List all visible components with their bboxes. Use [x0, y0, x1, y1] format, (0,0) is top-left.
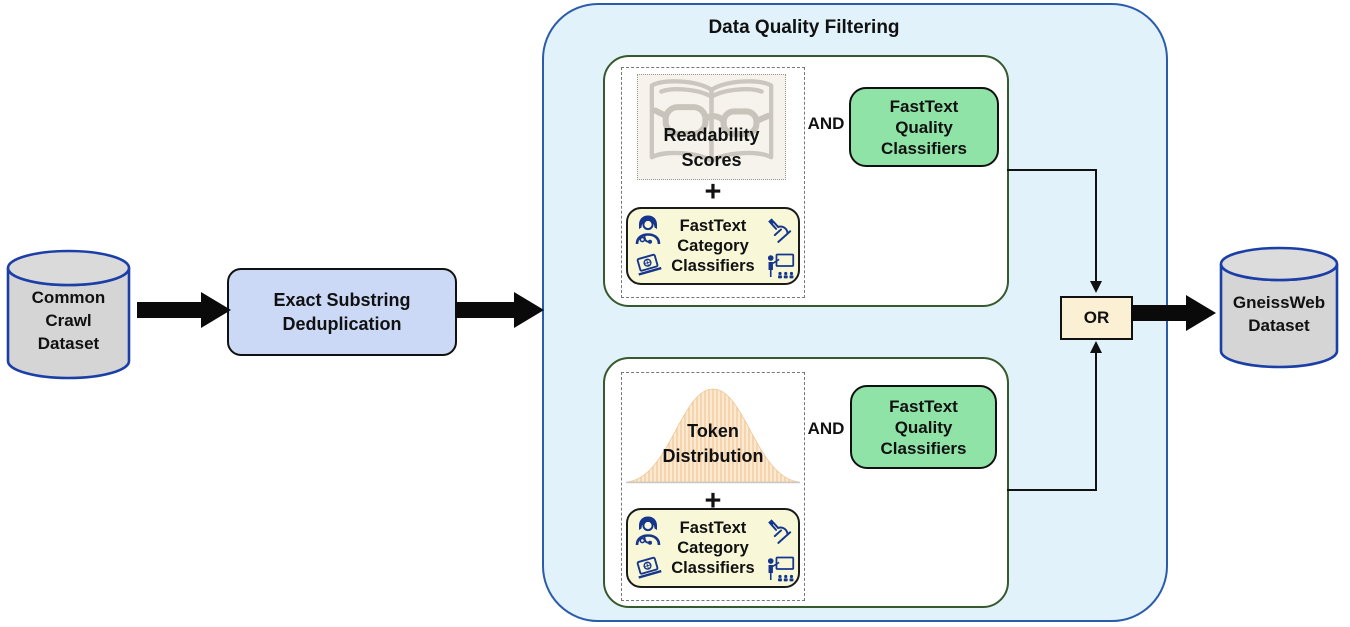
teacher-presentation-icon — [767, 253, 795, 279]
quality-classifiers-node: FastText Quality Classifiers — [849, 87, 999, 167]
quality-line1: FastText — [889, 396, 958, 416]
data-quality-filtering-container: Data Quality Filtering — [542, 3, 1168, 622]
token-distribution-label: Token Distribution — [622, 419, 804, 469]
and-label: AND — [807, 114, 845, 133]
dedup-node: Exact Substring Deduplication — [227, 268, 457, 356]
container-title: Data Quality Filtering — [708, 17, 900, 38]
common-crawl-line1: Common — [31, 288, 106, 307]
or-label: OR — [1083, 308, 1110, 327]
microscope-icon — [768, 519, 792, 544]
readability-line2: Scores — [681, 150, 742, 170]
category-line3: Classifiers — [671, 559, 755, 577]
teacher-presentation-icon — [767, 556, 795, 582]
readability-media-box: Readability Scores — [637, 74, 786, 180]
flow-arrow-source-to-dedup — [137, 292, 231, 328]
common-crawl-line2: Crawl — [45, 311, 92, 330]
category-classifiers-node: FastText Category Classifiers — [626, 207, 800, 285]
readability-signal-group: Readability Scores + — [621, 67, 805, 298]
doctor-icon — [635, 516, 661, 546]
token-line1: Token — [687, 421, 739, 441]
category-line1: FastText — [679, 217, 747, 235]
gneissweb-node: GneissWeb Dataset — [1218, 246, 1340, 370]
gneissweb-line2: Dataset — [1248, 316, 1310, 335]
token-distribution-curve-icon — [624, 377, 802, 487]
branch-token-distribution: Token Distribution + — [603, 357, 1009, 608]
laptop-money-icon — [636, 556, 662, 579]
category-classifiers-node: FastText Category Classifiers — [626, 508, 800, 588]
database-cylinder-icon — [6, 249, 131, 380]
category-classifiers-label: FastText Category Classifiers — [628, 216, 798, 276]
category-line3: Classifiers — [671, 257, 755, 275]
branch-readability: Readability Scores + — [603, 55, 1009, 307]
quality-line3: Classifiers — [881, 138, 967, 158]
dedup-line1: Exact Substring — [273, 290, 411, 310]
category-line1: FastText — [679, 519, 747, 537]
doctor-icon — [635, 215, 661, 245]
category-line2: Category — [677, 539, 749, 557]
readability-line1: Readability — [663, 125, 760, 145]
flow-arrow-dedup-to-filtering — [455, 292, 544, 328]
quality-line3: Classifiers — [880, 438, 967, 458]
or-node: OR — [1060, 296, 1133, 340]
laptop-money-icon — [636, 253, 662, 276]
quality-line2: Quality — [895, 117, 953, 137]
database-cylinder-icon — [1219, 246, 1339, 369]
quality-line2: Quality — [894, 417, 953, 437]
and-label: AND — [807, 419, 845, 438]
category-line2: Category — [677, 237, 749, 255]
dedup-line2: Deduplication — [282, 314, 402, 334]
quality-classifiers-node: FastText Quality Classifiers — [850, 385, 997, 469]
quality-line1: FastText — [889, 96, 959, 116]
category-classifiers-label: FastText Category Classifiers — [628, 518, 798, 578]
plus-sign: + — [704, 176, 722, 208]
common-crawl-node: Common Crawl Dataset — [5, 248, 132, 381]
common-crawl-line3: Dataset — [37, 334, 100, 353]
book-glasses-icon — [649, 79, 774, 163]
gneissweb-line1: GneissWeb — [1232, 293, 1326, 312]
gneissweb-label: GneissWeb Dataset — [1218, 246, 1340, 370]
token-line2: Distribution — [662, 446, 764, 466]
common-crawl-label: Common Crawl Dataset — [5, 248, 132, 381]
token-signal-group: Token Distribution + — [621, 372, 805, 601]
microscope-icon — [768, 218, 792, 243]
readability-scores-label: Readability Scores — [638, 123, 785, 173]
